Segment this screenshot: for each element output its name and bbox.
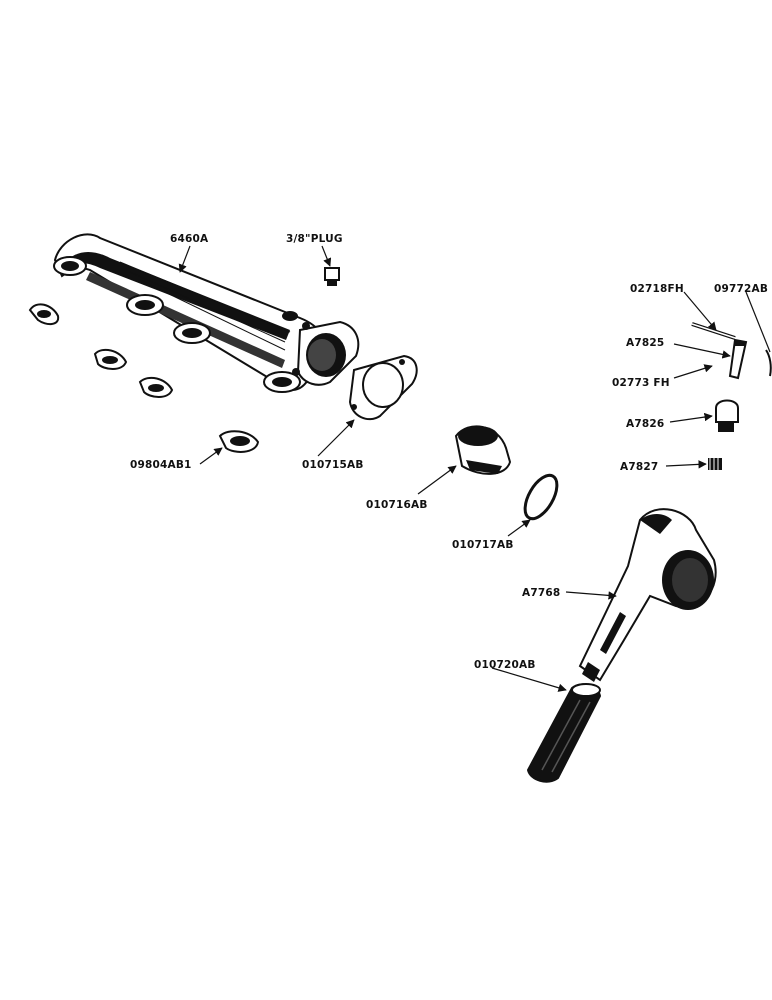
label-cup: 010716AB xyxy=(366,499,428,511)
leader-lines xyxy=(178,245,771,692)
edge-part xyxy=(765,349,772,377)
label-cotter: 02773 FH xyxy=(612,377,670,389)
label-plug: 3/8"PLUG xyxy=(286,233,343,245)
pin-rod xyxy=(691,322,736,340)
label-pin: A7825 xyxy=(626,337,664,349)
elbow-part xyxy=(578,508,717,682)
flange-gasket xyxy=(348,354,418,421)
cap-part xyxy=(715,399,739,432)
label-screw: A7827 xyxy=(620,461,658,473)
pin-part xyxy=(728,338,748,380)
screw-part xyxy=(708,458,722,470)
exhaust-manifold xyxy=(53,233,360,393)
label-gasket-small: 09804AB1 xyxy=(130,459,192,471)
small-gaskets xyxy=(28,303,260,453)
label-pipe: 010720AB xyxy=(474,659,536,671)
label-gasket-flange: 010715AB xyxy=(302,459,364,471)
pipe-part xyxy=(526,683,602,783)
label-elbow: A7768 xyxy=(522,587,560,599)
cup-part xyxy=(454,425,512,475)
o-ring xyxy=(523,473,559,521)
label-ring: 010717AB xyxy=(452,539,514,551)
plug-part xyxy=(324,267,340,286)
label-edge-part: 09772AB xyxy=(714,283,768,295)
label-manifold: 6460A xyxy=(170,233,209,245)
labels: 6460A 3/8"PLUG 02718FH 09772AB A7825 027… xyxy=(130,233,768,671)
label-pin-top: 02718FH xyxy=(630,283,684,295)
label-cap: A7826 xyxy=(626,418,664,430)
